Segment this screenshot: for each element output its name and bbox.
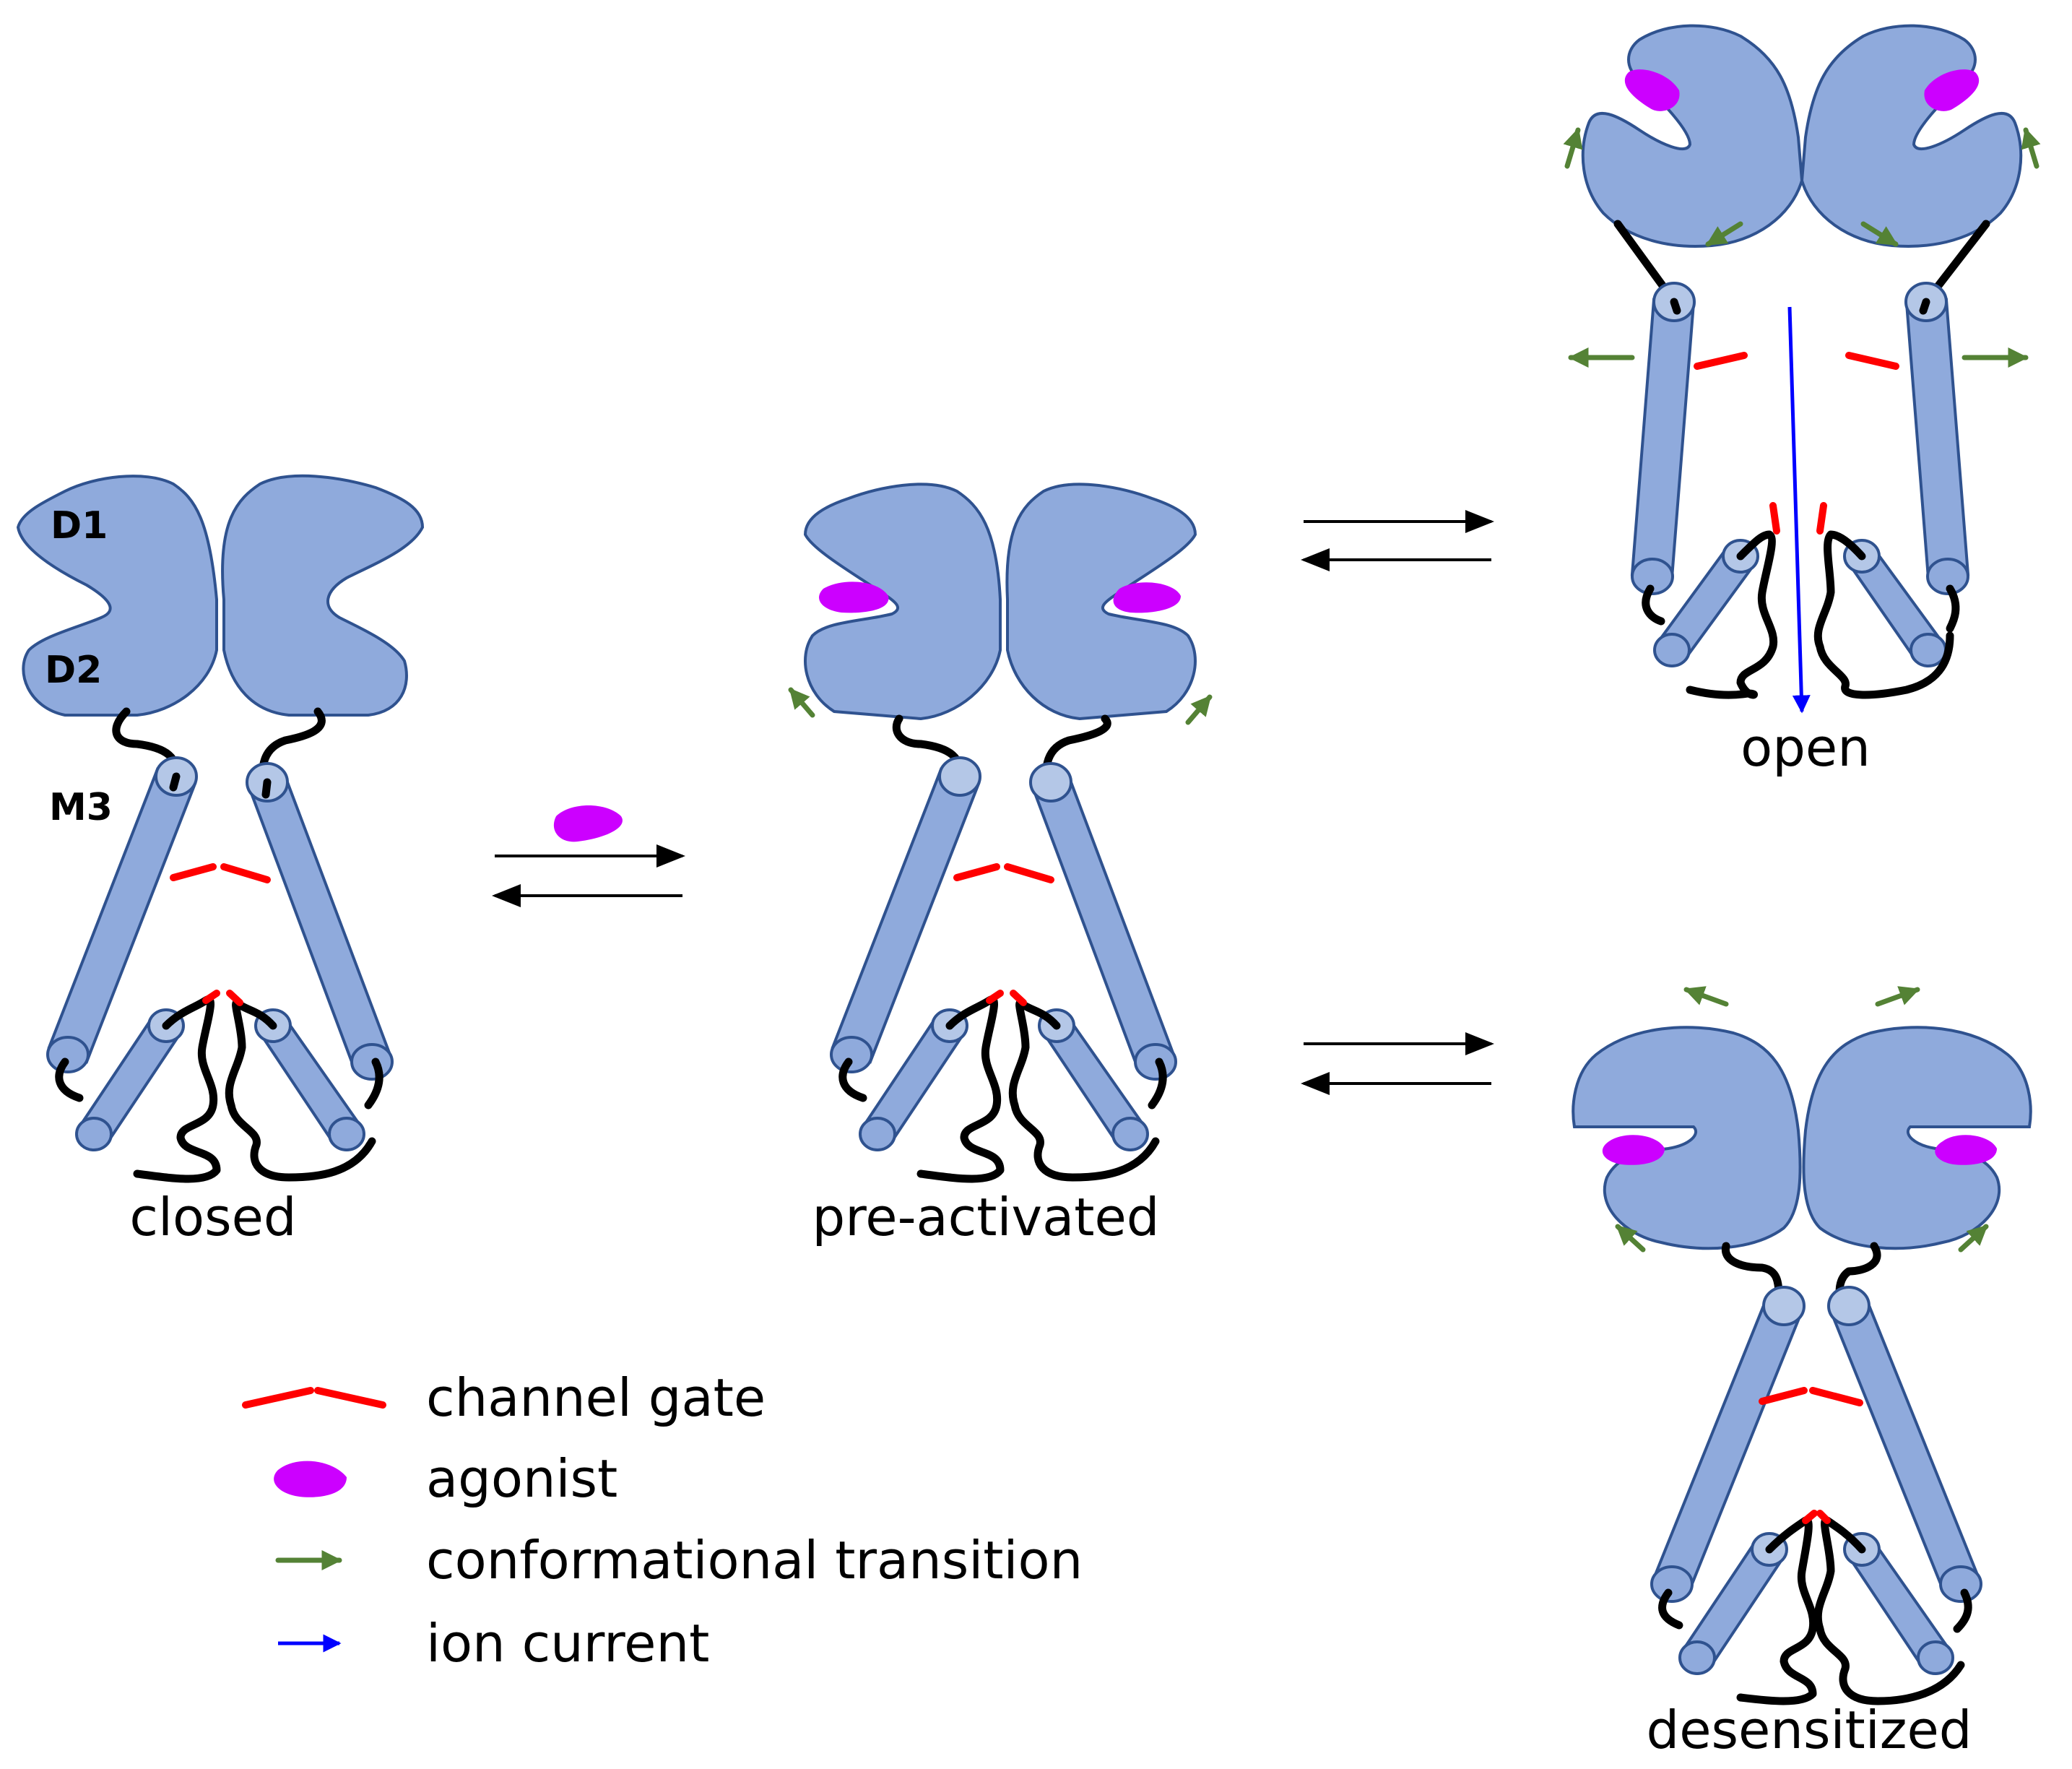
equilibrium-closed-preactivated [492, 805, 685, 907]
agonist-left [819, 581, 889, 613]
svg-text:ion current: ion current [426, 1613, 709, 1674]
lbd-left [16, 475, 218, 717]
m3-helix-right [1904, 282, 1970, 595]
lbd-right [1802, 1026, 2032, 1250]
legend-item-transition: conformational transition [275, 1530, 1083, 1591]
gate-upper-right [220, 863, 271, 883]
lbd-left [1581, 24, 1804, 248]
transition-arrow [1185, 694, 1213, 725]
legend: channel gate agonist conformational tran… [242, 1367, 1083, 1674]
desensitized-state: desensitized [1572, 986, 2032, 1760]
ion-current-arrow [1787, 306, 1811, 714]
agonist-left [1602, 1135, 1665, 1165]
svg-text:channel gate: channel gate [426, 1367, 766, 1428]
lbd-right [1800, 24, 2023, 248]
pre-activated-state: pre-activated [788, 483, 1213, 1247]
lbd-left [1572, 1026, 1802, 1250]
legend-item-agonist: agonist [274, 1448, 617, 1509]
equilibrium-preactivated-open [1301, 510, 1494, 571]
agonist-right [1935, 1135, 1997, 1165]
m3-helix-left [1630, 282, 1696, 595]
lbd-right [221, 474, 425, 717]
label-d1: D1 [51, 504, 108, 548]
m3-helix-left [46, 756, 198, 1073]
svg-text:agonist: agonist [426, 1448, 617, 1509]
equilibrium-preactivated-desensitized [1301, 1032, 1494, 1095]
label-d2: D2 [45, 649, 102, 692]
label-m3: M3 [49, 786, 113, 829]
legend-item-current: ion current [278, 1613, 709, 1674]
agonist-binding-event [553, 805, 623, 842]
state-label-pre-activated: pre-activated [812, 1187, 1160, 1247]
open-state: open [1563, 24, 2041, 778]
agonist-right [1924, 69, 1980, 111]
agonist-left [1624, 69, 1680, 111]
state-label-desensitized: desensitized [1647, 1700, 1972, 1760]
svg-text:conformational transition: conformational transition [426, 1530, 1083, 1591]
state-label-open: open [1741, 717, 1871, 778]
gate-upper-left [170, 863, 217, 881]
agonist-right [1113, 582, 1181, 613]
state-label-closed: closed [129, 1187, 296, 1247]
legend-item-gate: channel gate [242, 1367, 766, 1428]
closed-state: D1 D2 M3 closed [16, 474, 425, 1247]
transition-arrow [788, 687, 815, 718]
